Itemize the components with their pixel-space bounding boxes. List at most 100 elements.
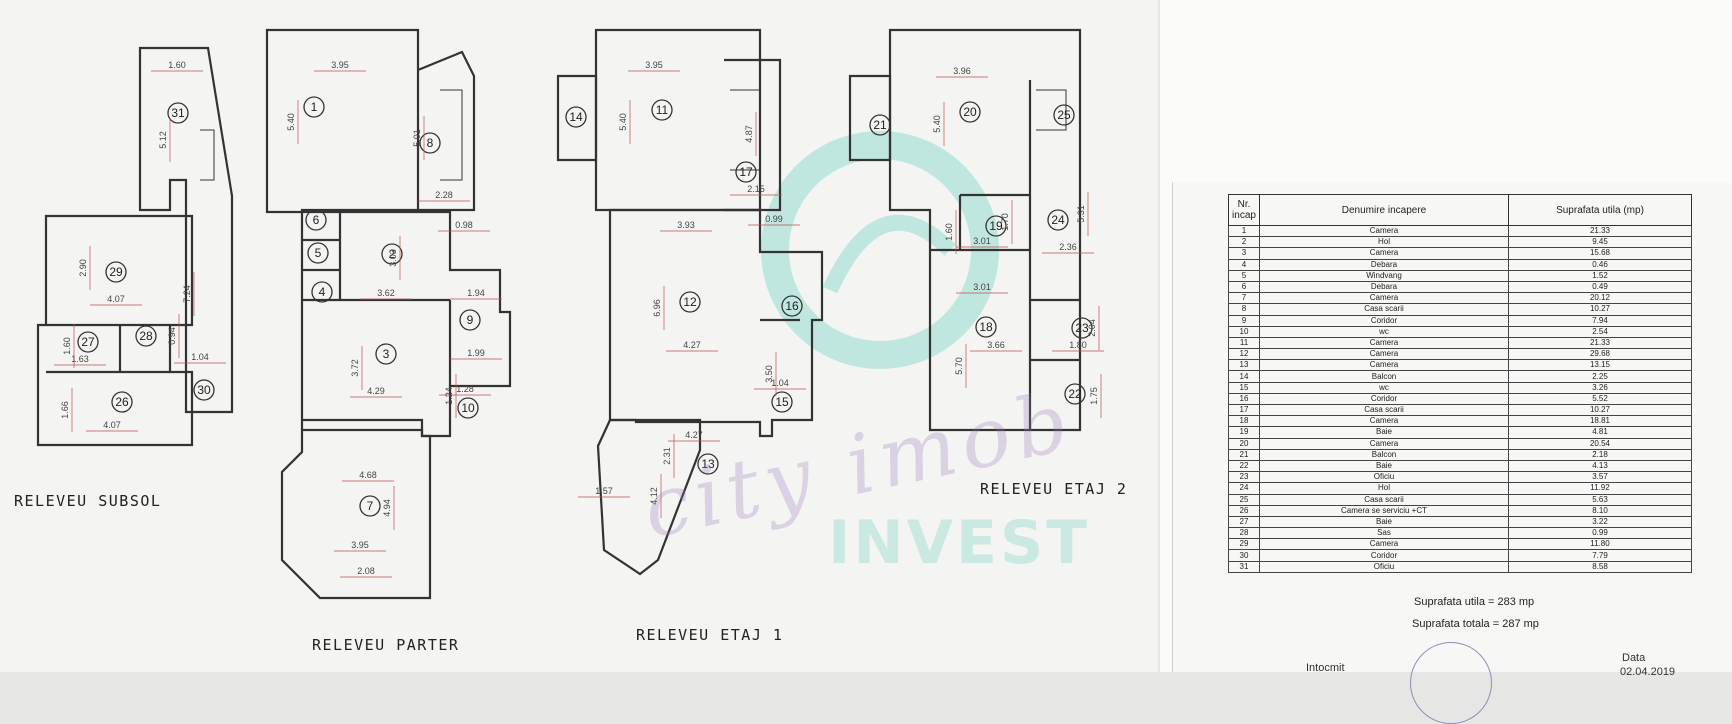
watermark-brand: INVEST	[828, 508, 1091, 578]
dimension-label: 2.15	[747, 184, 765, 194]
room-number-cell: 23	[1228, 471, 1260, 484]
total-useful-area: Suprafata utila = 283 mp	[1414, 596, 1535, 608]
room-name-cell: Camera	[1259, 292, 1509, 305]
room-name-cell: Camera	[1259, 336, 1509, 350]
dimension-label: 1.66	[60, 401, 70, 419]
room-number-cell: 25	[1228, 493, 1260, 506]
header-denumire: Denumire incapere	[1259, 194, 1509, 226]
plan-etaj1	[556, 28, 824, 576]
room-number-text: 30	[197, 383, 211, 397]
room-area-cell: 29.68	[1508, 348, 1692, 361]
dimension-label: 1.57	[595, 486, 613, 496]
room-number-cell: 14	[1228, 370, 1260, 383]
room-number-text: 26	[115, 395, 129, 409]
room-number-cell: 10	[1228, 325, 1260, 338]
room-number-cell: 18	[1228, 415, 1260, 428]
room-number-text: 10	[461, 401, 475, 415]
room-number-cell: 8	[1228, 303, 1260, 316]
room-area-cell: 2.18	[1508, 448, 1692, 461]
dimension-label: 3.95	[351, 540, 369, 550]
room-number-cell: 19	[1228, 426, 1260, 439]
room-number-marker: 14	[565, 106, 587, 128]
room-number-text: 15	[775, 395, 789, 409]
plan-parter	[265, 28, 512, 600]
dimension-label: 3.50	[764, 365, 774, 383]
dimension-label: 3.66	[987, 340, 1005, 350]
dimension-label: 1.80	[1069, 340, 1087, 350]
room-area-cell: 9.45	[1508, 236, 1692, 249]
room-name-cell: Baie	[1259, 515, 1509, 529]
room-number-marker: 21	[869, 114, 891, 136]
dimension-label: 3.93	[677, 220, 695, 230]
room-area-cell: 8.10	[1508, 504, 1692, 517]
dimension-label: 1.99	[467, 348, 485, 358]
room-number-cell: 15	[1228, 381, 1260, 394]
room-number-marker: 11	[651, 99, 673, 121]
room-number-text: 6	[313, 213, 320, 227]
dimension-label: 1.94	[467, 288, 485, 298]
dimension-label: 1.60	[168, 60, 186, 70]
plan-etaj2	[848, 28, 1082, 432]
dimension-label: 2.90	[78, 259, 88, 277]
room-name-cell: Coridor	[1259, 392, 1509, 406]
room-number-cell: 31	[1228, 560, 1260, 573]
room-number-cell: 28	[1228, 527, 1260, 540]
room-number-marker: 31	[167, 102, 189, 124]
room-area-cell: 15.68	[1508, 247, 1692, 260]
room-number-marker: 27	[77, 331, 99, 353]
room-number-marker: 9	[459, 309, 481, 331]
floor-plan-sheet	[0, 0, 1158, 672]
room-area-cell: 7.79	[1508, 549, 1692, 562]
dimension-label: 1.28	[456, 384, 474, 394]
room-number-text: 9	[467, 313, 474, 327]
room-number-text: 3	[383, 347, 390, 361]
room-number-marker: 26	[111, 391, 133, 413]
room-number-text: 5	[315, 246, 322, 260]
dimension-label: 2.36	[1059, 242, 1077, 252]
dimension-label: 6.96	[652, 299, 662, 317]
room-name-cell: Baie	[1259, 426, 1509, 439]
room-area-cell: 3.57	[1508, 471, 1692, 484]
room-number-text: 8	[427, 136, 434, 150]
room-name-cell: Camera	[1259, 247, 1509, 260]
room-number-text: 4	[319, 285, 326, 299]
room-number-cell: 24	[1228, 482, 1260, 495]
dimension-label: 4.94	[382, 499, 392, 517]
dimension-label: 4.07	[103, 420, 121, 430]
room-area-cell: 21.33	[1508, 336, 1692, 350]
room-name-cell: Casa scarii	[1259, 493, 1509, 506]
room-area-cell: 1.52	[1508, 269, 1692, 282]
room-area-cell: 5.52	[1508, 392, 1692, 406]
dimension-label: 4.27	[685, 430, 703, 440]
room-name-cell: Sas	[1259, 527, 1509, 540]
room-number-marker: 25	[1053, 104, 1075, 126]
dimension-label: 2.28	[435, 190, 453, 200]
room-area-cell: 10.27	[1508, 403, 1692, 417]
room-area-cell: 10.27	[1508, 303, 1692, 316]
room-area-cell: 0.46	[1508, 258, 1692, 271]
dimension-label: 2.08	[357, 566, 375, 576]
room-area-cell: 20.12	[1508, 292, 1692, 305]
room-number-marker: 23	[1071, 317, 1093, 339]
room-name-cell: Balcon	[1259, 370, 1509, 383]
room-number-cell: 16	[1228, 392, 1260, 406]
official-stamp	[1410, 642, 1492, 724]
room-number-cell: 17	[1228, 403, 1260, 417]
room-number-cell: 20	[1228, 437, 1260, 450]
dimension-label: 4.27	[683, 340, 701, 350]
dimension-label: 5.40	[618, 113, 628, 131]
room-number-marker: 6	[305, 209, 327, 231]
room-area-cell: 21.33	[1508, 224, 1692, 238]
dimension-label: 5.01	[412, 129, 422, 147]
